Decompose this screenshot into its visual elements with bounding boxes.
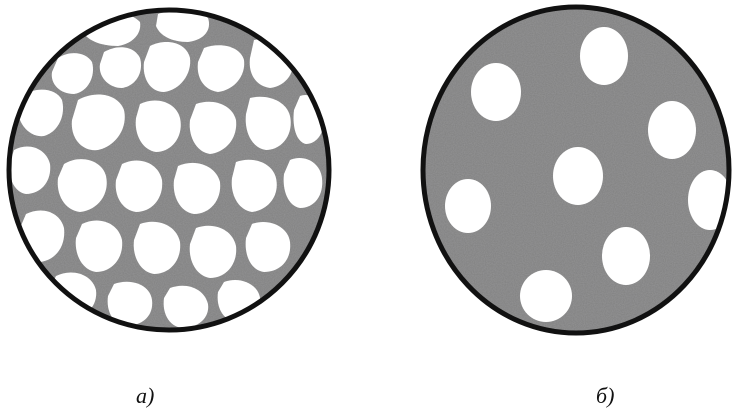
figure-a-drawing [0,0,340,370]
pore [648,101,696,159]
figure-b-caption: б) [596,385,614,407]
pore [520,270,572,322]
pore [471,63,521,121]
pore [602,227,650,285]
figure-b: б) [400,0,747,418]
pore [580,27,628,85]
pore [553,147,603,205]
figure-a: а) [0,0,340,418]
figure-b-drawing [400,0,747,370]
figure-a-caption: а) [136,385,154,407]
pore [445,179,491,233]
